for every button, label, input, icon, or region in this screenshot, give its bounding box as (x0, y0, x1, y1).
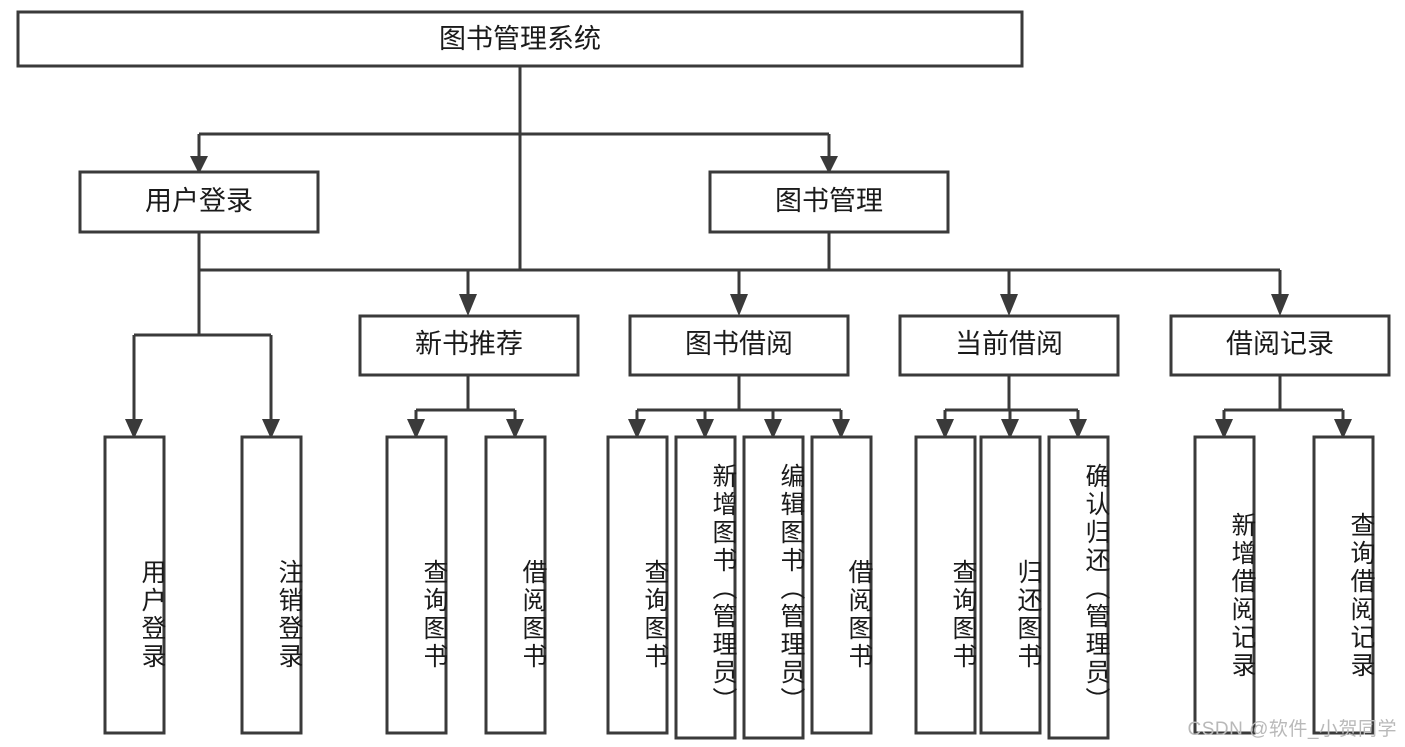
node-new-book-rec-label: 新书推荐 (415, 329, 523, 359)
arrow-to-book-borrow (730, 294, 748, 316)
arrow-leaf-borrow-add (696, 419, 714, 439)
arrow-to-borrow-record (1271, 294, 1289, 316)
arrow-leaf-borrow-edit (764, 419, 782, 439)
arrow-leaf-rec-search (1334, 419, 1352, 439)
arrow-leaf-cur-query (936, 419, 954, 439)
node-book-borrow[interactable] (628, 314, 850, 377)
arrow-to-user-login (190, 156, 208, 174)
node-leaf-user-login[interactable] (103, 435, 166, 735)
arrow-leaf-borrow-do (832, 419, 850, 439)
node-borrow-record[interactable] (1169, 314, 1391, 377)
node-leaf-cur-confirm[interactable] (1047, 435, 1110, 740)
node-new-book-rec[interactable] (358, 314, 580, 377)
arrow-leaf-user-login (125, 419, 143, 439)
node-leaf-borrow-add[interactable] (674, 435, 737, 740)
node-leaf-rec-query[interactable] (385, 435, 448, 735)
node-leaf-cur-return[interactable] (979, 435, 1042, 735)
node-user-login-label: 用户登录 (145, 186, 253, 216)
arrow-to-current-borrow (1000, 294, 1018, 316)
connector-layer (125, 66, 1352, 439)
node-current-borrow-label: 当前借阅 (955, 329, 1063, 359)
node-current-borrow[interactable] (898, 314, 1120, 377)
node-root-label: 图书管理系统 (439, 24, 601, 54)
node-book-borrow-label: 图书借阅 (685, 329, 793, 359)
node-leaf-rec-borrow[interactable] (484, 435, 547, 735)
node-book-manage-label: 图书管理 (775, 186, 883, 216)
node-borrow-record-label: 借阅记录 (1226, 329, 1334, 359)
arrow-leaf-user-logout (262, 419, 280, 439)
arrow-to-book-manage (820, 156, 838, 174)
node-leaf-rec-add[interactable] (1193, 435, 1256, 735)
arrow-leaf-rec-borrow (506, 419, 524, 439)
node-leaf-user-logout[interactable] (240, 435, 303, 735)
arrow-leaf-rec-query (407, 419, 425, 439)
node-leaf-borrow-do[interactable] (810, 435, 873, 735)
node-user-login[interactable] (78, 170, 320, 234)
node-root[interactable] (16, 10, 1024, 68)
node-leaf-borrow-edit[interactable] (742, 435, 805, 740)
node-leaf-rec-search[interactable] (1312, 435, 1375, 735)
arrow-to-new-book-rec (459, 294, 477, 316)
node-leaf-borrow-query[interactable] (606, 435, 669, 735)
arrow-leaf-cur-return (1001, 419, 1019, 439)
arrow-leaf-cur-confirm (1069, 419, 1087, 439)
node-book-manage[interactable] (708, 170, 950, 234)
csdn-watermark: CSDN @软件_小贺同学 (1187, 719, 1397, 740)
node-layer: 图书管理系统 用户登录 图书管理 新书推荐 图书借阅 当前借阅 借阅记录 (16, 10, 1391, 740)
node-leaf-cur-query[interactable] (914, 435, 977, 735)
arrow-leaf-rec-add (1215, 419, 1233, 439)
arrow-leaf-borrow-query (628, 419, 646, 439)
